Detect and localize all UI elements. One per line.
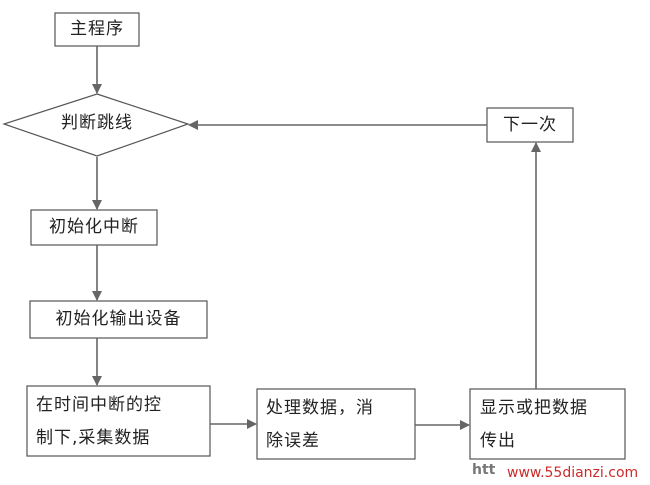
- collect-box: [26, 385, 211, 457]
- display-label-line-1: 显示或把数据: [480, 398, 588, 418]
- judge-label: 判断跳线: [61, 113, 133, 133]
- collect-label-line-1: 在时间中断的控: [36, 395, 162, 415]
- display-label-line-2: 传出: [480, 431, 516, 451]
- main-program-label: 主程序: [70, 19, 124, 39]
- init-interrupt-label: 初始化中断: [49, 217, 139, 237]
- watermark-text: www.55dianzi.com: [507, 465, 639, 481]
- init-output-box: [29, 300, 208, 339]
- display-box: [469, 388, 626, 460]
- main-program-box: [54, 12, 140, 47]
- watermark-prefix: htt: [472, 462, 496, 478]
- process-label-line-2: 除误差: [266, 431, 320, 451]
- next-label: 下一次: [503, 115, 557, 135]
- init-interrupt-box: [30, 209, 158, 246]
- process-box: [256, 388, 416, 460]
- judge-diamond: [2, 93, 190, 157]
- next-box: [486, 107, 574, 143]
- process-label-line-1: 处理数据，消: [266, 398, 374, 418]
- init-output-label: 初始化输出设备: [55, 309, 182, 329]
- collect-label-line-2: 制下,采集数据: [36, 428, 151, 448]
